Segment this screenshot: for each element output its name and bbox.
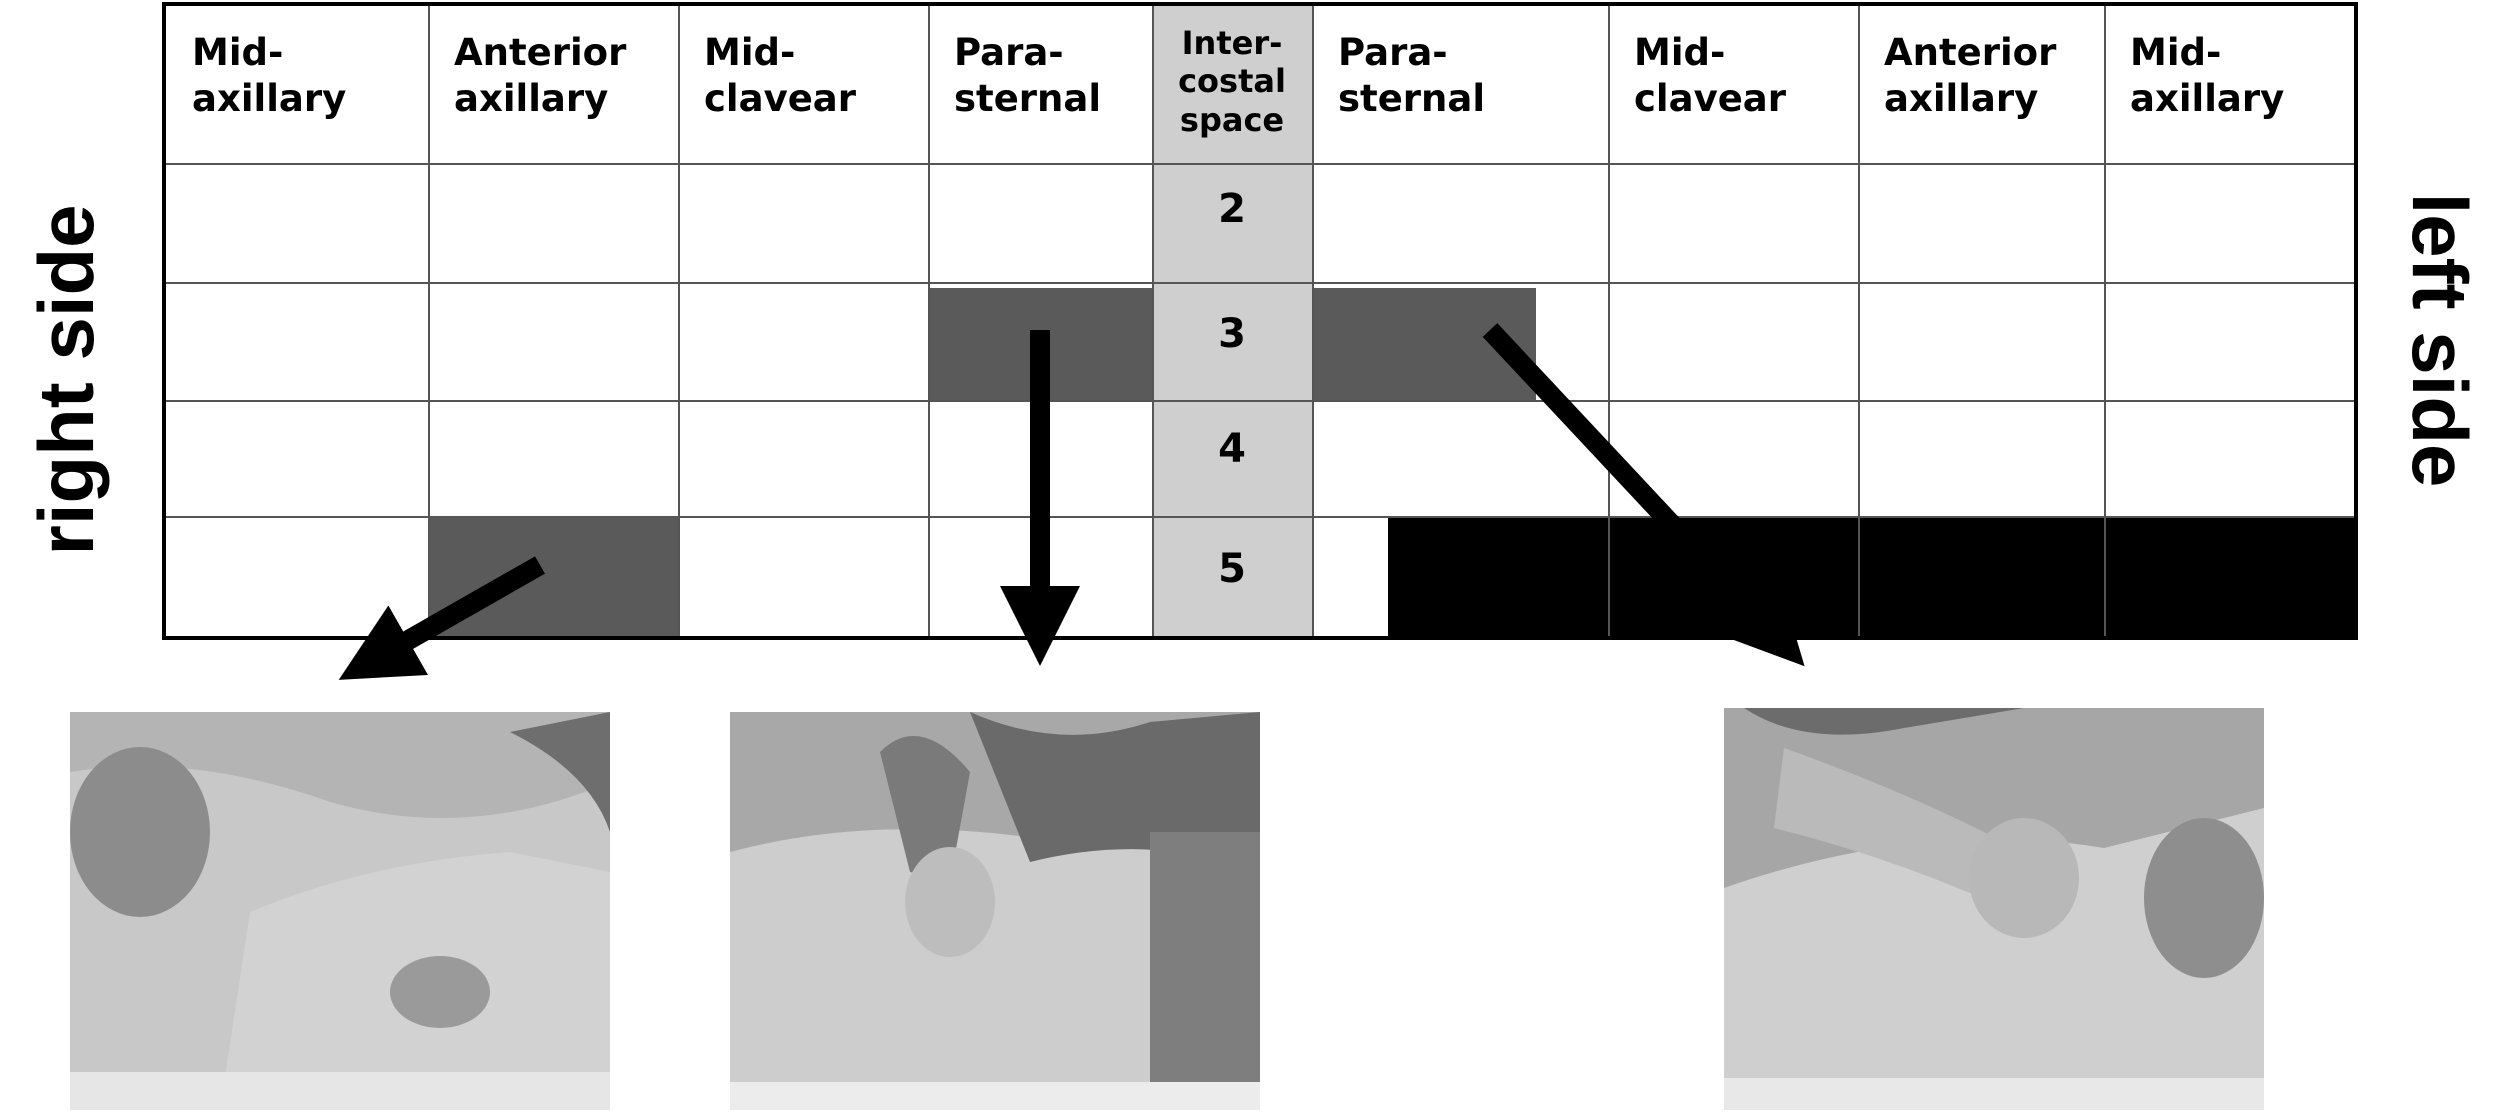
- zone-left-ics5-cardiac: [1388, 518, 2358, 636]
- header-intercostal-space: Inter- costal space: [1178, 24, 1286, 139]
- header-left-parasternal: Para- sternal: [1338, 31, 1486, 121]
- right-side-label: right side: [22, 204, 110, 556]
- zone-right-parasternal-ics3: [928, 288, 1152, 400]
- zone-left-parasternal-ics3: [1312, 288, 1536, 400]
- probe-right-anterior-axillary-photo: [70, 712, 610, 1110]
- header-left-anterior-axillary: Anterior axillary: [1884, 31, 2057, 121]
- intercostal-column: [1152, 6, 1312, 636]
- probe-left-parasternal-photo: [1724, 708, 2264, 1110]
- photo-illustration-3: [1724, 708, 2264, 1110]
- header-right-mid-clavear: Mid- clavear: [704, 31, 857, 121]
- photo-illustration-2: [730, 712, 1260, 1110]
- header-right-anterior-axillary: Anterior axillary: [454, 31, 627, 121]
- probe-right-parasternal-photo: [730, 712, 1260, 1110]
- intercostal-space-2: 2: [1218, 186, 1246, 232]
- left-side-label: left side: [2396, 192, 2484, 488]
- header-left-mid-axillary: Mid- axillary: [2130, 31, 2285, 121]
- intercostal-space-5: 5: [1218, 546, 1246, 592]
- zone-right-anterior-axillary-ics5: [428, 518, 680, 636]
- header-right-mid-axillary: Mid- axillary: [192, 31, 347, 121]
- header-right-parasternal: Para- sternal: [954, 31, 1102, 121]
- intercostal-space-4: 4: [1218, 426, 1246, 472]
- intercostal-space-3: 3: [1218, 311, 1246, 357]
- intercostal-grid: Mid- axillary Anterior axillary Mid- cla…: [162, 2, 2358, 640]
- header-left-mid-clavear: Mid- clavear: [1634, 31, 1787, 121]
- photo-illustration-1: [70, 712, 610, 1110]
